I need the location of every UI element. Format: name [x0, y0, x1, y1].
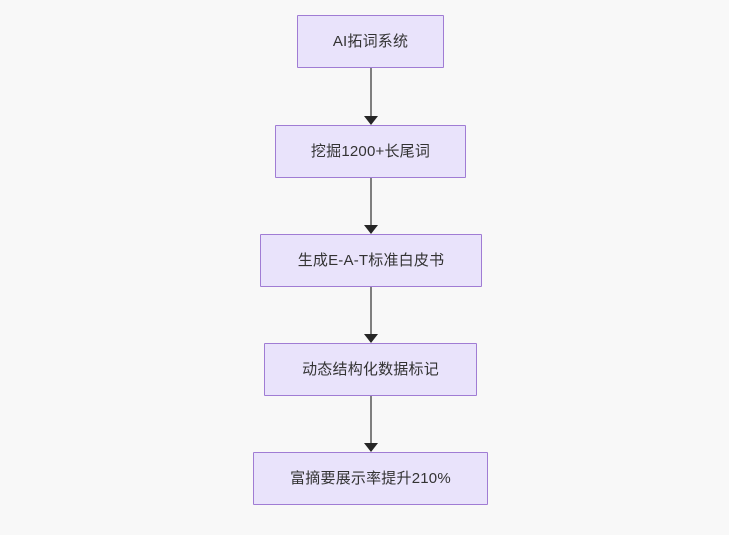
- edge-line: [370, 287, 372, 335]
- flow-node-label: 生成E-A-T标准白皮书: [297, 251, 445, 269]
- flow-node-label: 动态结构化数据标记: [302, 360, 439, 378]
- flow-node-4[interactable]: 动态结构化数据标记: [264, 343, 477, 396]
- arrowhead-down-icon: [364, 443, 378, 452]
- flow-node-label: AI拓词系统: [332, 32, 409, 50]
- arrowhead-down-icon: [364, 116, 378, 125]
- flow-edge-3: [358, 287, 384, 343]
- edge-line: [370, 68, 372, 117]
- flow-node-5[interactable]: 富摘要展示率提升210%: [253, 452, 488, 505]
- flow-edge-1: [358, 68, 384, 125]
- flow-node-label: 挖掘1200+长尾词: [310, 142, 431, 160]
- flow-node-1[interactable]: AI拓词系统: [297, 15, 444, 68]
- flow-node-2[interactable]: 挖掘1200+长尾词: [275, 125, 466, 178]
- flow-edge-2: [358, 178, 384, 234]
- edge-line: [370, 178, 372, 226]
- flow-edge-4: [358, 396, 384, 452]
- arrowhead-down-icon: [364, 225, 378, 234]
- flow-node-3[interactable]: 生成E-A-T标准白皮书: [260, 234, 482, 287]
- flow-node-label: 富摘要展示率提升210%: [290, 469, 451, 487]
- arrowhead-down-icon: [364, 334, 378, 343]
- edge-line: [370, 396, 372, 444]
